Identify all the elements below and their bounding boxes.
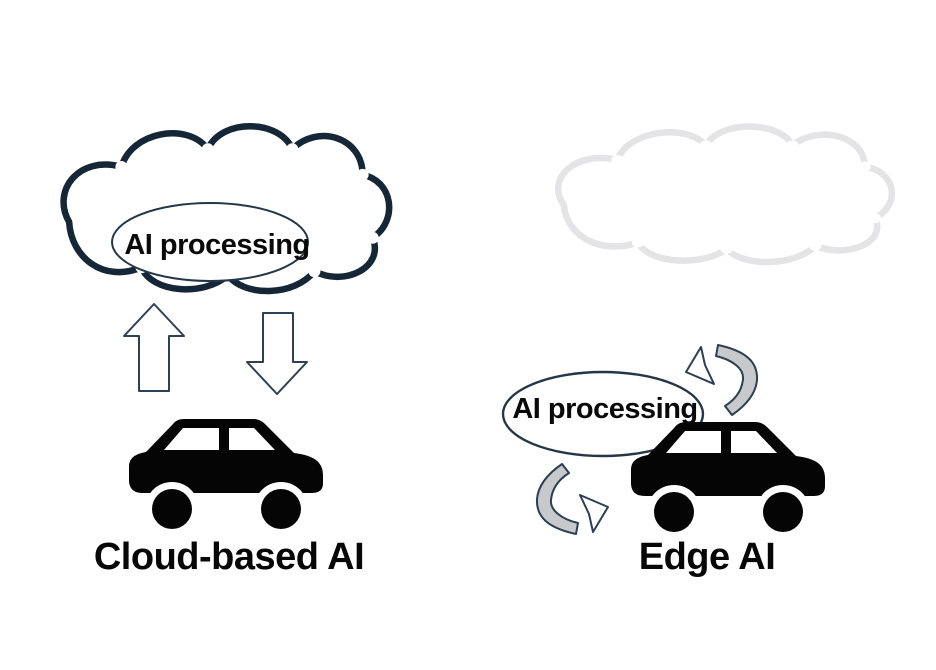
- speech-ellipse-right: [501, 370, 705, 458]
- cloud-icon-faded: [558, 127, 892, 263]
- ai-processing-label-left: AI processing: [124, 229, 310, 261]
- ai-processing-label-right: AI processing: [512, 393, 698, 425]
- caption-cloud-based-ai: Cloud-based AI: [93, 536, 365, 578]
- caption-edge-ai: Edge AI: [638, 536, 776, 578]
- arrow-down-icon: [246, 312, 308, 395]
- circular-arrow-bottom-icon: [535, 463, 609, 535]
- car-icon: [129, 419, 323, 536]
- speech-ellipse-left: [111, 202, 309, 282]
- arrow-up-icon: [123, 303, 185, 392]
